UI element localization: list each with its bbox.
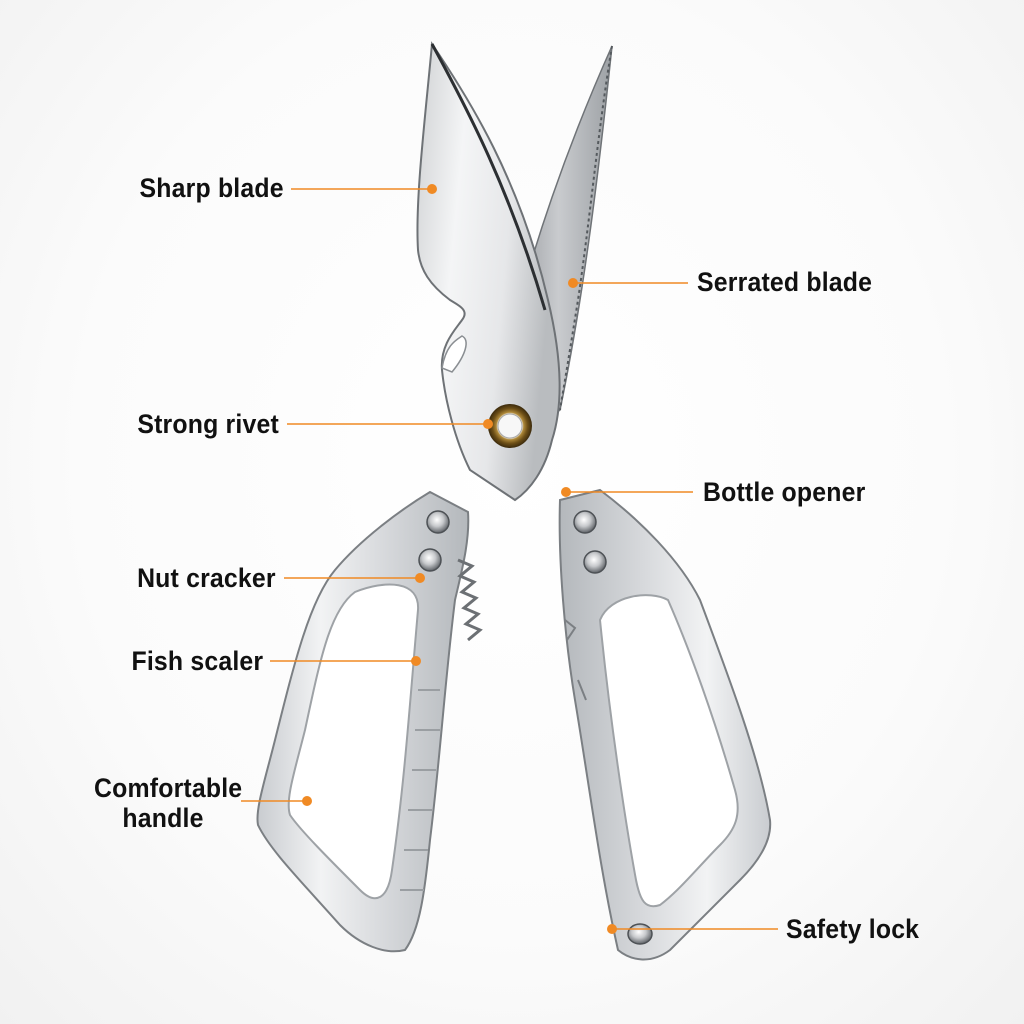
callout-bottle-opener: Bottle opener bbox=[703, 477, 866, 507]
callout-lines bbox=[241, 184, 778, 934]
left-handle bbox=[256, 490, 483, 953]
callout-comfortable-handle: Comfortable handle bbox=[94, 773, 243, 833]
screw-icon bbox=[426, 510, 450, 534]
safety-lock-icon bbox=[627, 923, 653, 945]
callout-nut-cracker: Nut cracker bbox=[137, 563, 276, 593]
rivet-icon bbox=[488, 404, 532, 448]
screw-icon bbox=[573, 510, 597, 534]
callout-fish-scaler: Fish scaler bbox=[131, 646, 263, 676]
right-handle bbox=[558, 488, 772, 961]
screw-icon bbox=[583, 550, 607, 574]
sharp-blade bbox=[416, 41, 561, 502]
callout-comfortable-handle-line2: handle bbox=[122, 803, 204, 833]
callout-safety-lock: Safety lock bbox=[786, 914, 920, 944]
screw-icon bbox=[418, 548, 442, 572]
callout-comfortable-handle-line1: Comfortable bbox=[94, 773, 243, 803]
callout-sharp-blade: Sharp blade bbox=[139, 173, 284, 203]
callout-serrated-blade: Serrated blade bbox=[697, 267, 873, 297]
callout-strong-rivet: Strong rivet bbox=[137, 409, 279, 439]
